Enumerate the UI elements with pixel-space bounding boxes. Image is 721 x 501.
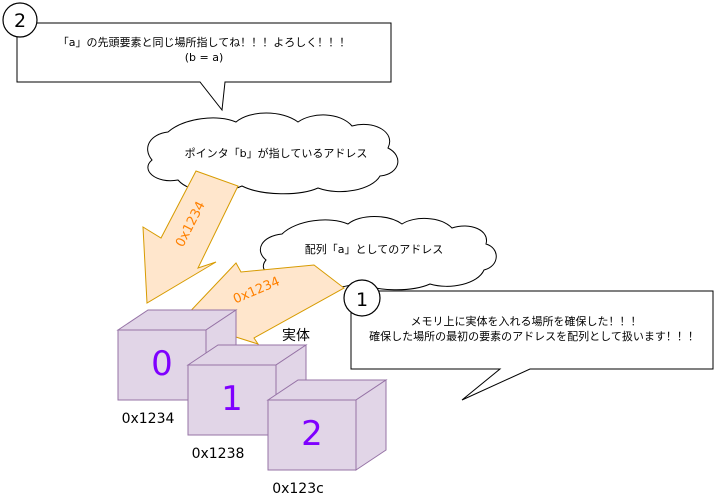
callout-2-line2: (b = a) — [185, 51, 224, 64]
cloud-b-shape — [147, 112, 399, 195]
cube-1-value: 1 — [221, 379, 243, 419]
badge-2-number: 2 — [14, 10, 26, 32]
cube-2-front — [267, 399, 357, 471]
cube-0-address: 0x1234 — [122, 411, 175, 427]
cube-2-address: 0x123c — [272, 481, 324, 497]
cube-0-value: 0 — [151, 344, 173, 384]
callout-2-line1: 「a」の先頭要素と同じ場所指してね！！！よろしく！！！ — [58, 35, 350, 49]
badge-1-number: 1 — [356, 289, 368, 311]
cube-1-address: 0x1238 — [192, 446, 245, 462]
cube-2-value: 2 — [301, 414, 323, 454]
arrow-b-shape — [142, 170, 239, 304]
entity-label: 実体 — [282, 328, 310, 344]
callout-1-line1: メモリ上に実体を入れる場所を確保した！！！ — [411, 314, 642, 328]
memory-cubes: 0 0x1234 1 0x1238 2 0x123c — [116, 309, 388, 497]
badge-1: 1 — [343, 279, 381, 317]
arrow-b: 0x1234 — [142, 170, 239, 304]
callout-2: 「a」の先頭要素と同じ場所指してね！！！よろしく！！！ (b = a) — [16, 22, 392, 112]
memory-cube-2: 2 0x123c — [266, 379, 388, 497]
cube-1-front — [187, 364, 277, 436]
callout-1: メモリ上に実体を入れる場所を確保した！！！ 確保した場所の最初の要素のアドレスを… — [350, 290, 714, 401]
callout-1-line2: 確保した場所の最初の要素のアドレスを配列として扱います！！！ — [369, 329, 699, 343]
cloud-a-label: 配列「a」としてのアドレス — [305, 242, 443, 256]
callout-2-box — [16, 22, 392, 112]
callout-1-box — [350, 290, 714, 401]
cloud-b-label: ポインタ「b」が指しているアドレス — [185, 146, 368, 160]
badge-2: 2 — [2, 2, 38, 38]
cloud-pointer-b: ポインタ「b」が指しているアドレス — [147, 112, 399, 195]
